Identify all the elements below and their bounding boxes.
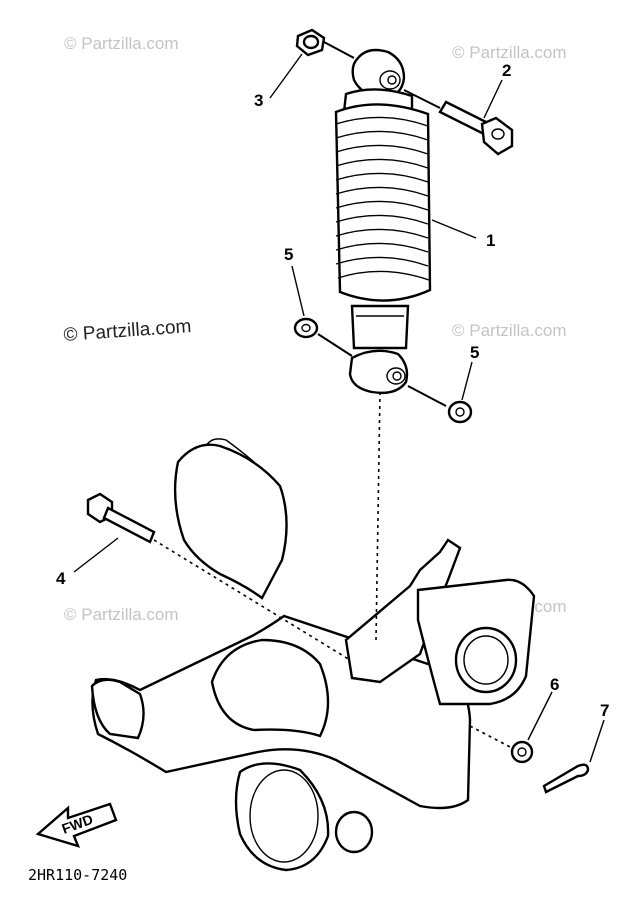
diagram-reference-code: 2HR110-7240 — [28, 866, 127, 884]
callout-6: 6 — [550, 675, 559, 694]
leader-callout-7 — [589, 719, 605, 763]
watermark-mid-left: © Partzilla.com — [63, 316, 192, 346]
bolt-part-4 — [86, 492, 156, 544]
watermark-top-right: © Partzilla.com — [452, 43, 567, 62]
callout-1: 1 — [486, 231, 495, 250]
leader-washer-to-eye — [317, 333, 353, 357]
callout-2: 2 — [502, 61, 511, 80]
callout-5-left: 5 — [284, 245, 293, 264]
leader-callout-6 — [527, 691, 553, 741]
leader-callout-1 — [431, 219, 477, 239]
leader-callout-4 — [73, 537, 119, 573]
assembly-line-pivot — [153, 539, 351, 661]
watermark-low-left: © Partzilla.com — [64, 605, 179, 624]
cotter-pin-part-7 — [542, 763, 590, 794]
assembly-line-axle — [469, 725, 513, 749]
leader-callout-3 — [269, 53, 303, 99]
leader-eye-to-washer — [407, 385, 447, 407]
washer-part-5-right — [447, 400, 473, 424]
callout-7: 7 — [600, 701, 609, 720]
swingarm-body — [90, 438, 536, 872]
watermark-top-left: © Partzilla.com — [64, 34, 179, 53]
bolt-part-2 — [438, 100, 514, 156]
washer-part-5-left — [293, 317, 319, 339]
leader-callout-5-left — [291, 265, 305, 317]
assembly-line-vertical — [375, 391, 381, 641]
leader-nut-to-shock — [323, 41, 355, 59]
leader-callout-5-right — [461, 361, 473, 401]
callout-4: 4 — [56, 569, 66, 588]
callout-5-right: 5 — [470, 343, 479, 362]
watermark-mid-right: © Partzilla.com — [452, 321, 567, 340]
leader-shock-to-bolt — [403, 89, 441, 109]
callout-3: 3 — [254, 91, 263, 110]
washer-part-6 — [510, 740, 534, 764]
nut-part-3 — [295, 28, 326, 57]
forward-arrow-icon: FWD — [35, 802, 118, 848]
shock-absorber-part-1 — [334, 48, 432, 395]
leader-callout-2 — [483, 79, 503, 119]
